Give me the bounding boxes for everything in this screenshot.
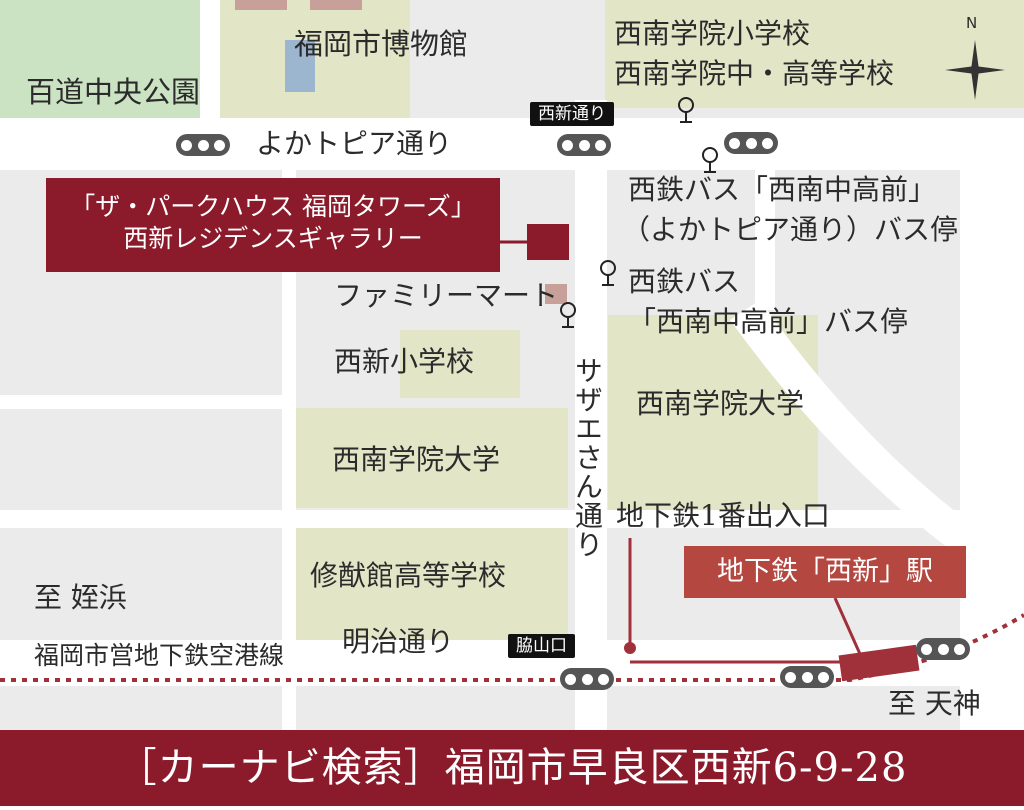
label-to-meinohama: 至 姪浜 — [34, 581, 127, 614]
traffic-signal — [780, 666, 834, 688]
compass-north-label: N — [966, 14, 978, 32]
traffic-signal — [557, 134, 611, 156]
park-block — [0, 0, 200, 118]
label-museum: 福岡市博物館 — [294, 27, 469, 61]
gallery-line1: 「ザ・パークハウス 福岡タワーズ」 — [70, 192, 476, 221]
label-airport-line: 福岡市営地下鉄空港線 — [34, 641, 285, 670]
label-bus-stop-1: 西鉄バス「西南中高前」 — [628, 173, 937, 206]
label-bus-stop-2: 西鉄バス — [628, 265, 741, 298]
gallery-line2: 西新レジデンスギャラリー — [123, 224, 423, 253]
station-label: 地下鉄「西新」駅 — [717, 556, 933, 587]
traffic-signal — [724, 132, 778, 154]
right-road — [960, 140, 1024, 730]
traffic-signal — [176, 134, 230, 156]
traffic-signal — [560, 668, 614, 690]
seinan-jhs-block — [605, 0, 1024, 108]
tag-wakiyamaguchi: 脇山口 — [508, 634, 575, 658]
label-seinan-univ-left: 西南学院大学 — [332, 443, 501, 476]
side-road-5 — [755, 150, 775, 310]
gallery-marker — [527, 224, 569, 260]
side-road-3 — [282, 170, 296, 730]
address-footer: ［カーナビ検索］福岡市早良区西新6-9-28 — [0, 730, 1024, 806]
station-label-box: 地下鉄「西新」駅 — [684, 546, 966, 598]
footer-address: ［カーナビ検索］福岡市早良区西新6-9-28 — [116, 745, 908, 791]
label-sazaesan-dori: サザエさん通り — [571, 356, 604, 559]
museum-building-1 — [235, 0, 287, 10]
label-seinan-univ-right: 西南学院大学 — [636, 387, 805, 420]
nishijin-station-marker — [838, 644, 920, 682]
label-bus-stop-2-sub: 「西南中高前」バス停 — [628, 305, 909, 338]
sazaesan-road — [575, 100, 607, 730]
bus-stop-pin-4 — [560, 302, 576, 328]
museum-building-2 — [310, 0, 362, 10]
seinan-univ-left-block — [296, 408, 568, 508]
side-road-2 — [0, 395, 296, 409]
label-yokatopia: よかトピア通り — [256, 127, 453, 160]
bus-stop-pin-2 — [702, 147, 718, 173]
shuyukan-block — [296, 528, 568, 640]
bus-stop-pin-3 — [600, 260, 616, 286]
label-to-tenjin: 至 天神 — [888, 687, 981, 720]
side-road-1 — [0, 510, 1024, 528]
pond — [285, 40, 315, 92]
compass-rose — [945, 40, 1005, 100]
label-seinan-primary: 西南学院小学校 — [614, 17, 811, 50]
traffic-signal — [916, 638, 970, 660]
label-meiji-dori: 明治通り — [342, 625, 455, 658]
label-momochi-park: 百道中央公園 — [26, 75, 201, 109]
diagonal-road — [730, 300, 1024, 600]
nishijin-primary-block — [400, 330, 520, 398]
label-family-mart: ファミリーマート — [334, 279, 559, 312]
yokatopia-road — [0, 118, 1024, 170]
label-seinan-jhs: 西南学院中・高等学校 — [614, 57, 895, 90]
bus-stop-pin-1 — [678, 97, 694, 123]
station-pointer — [833, 597, 862, 655]
side-road-4 — [200, 0, 220, 130]
label-shuyukan: 修猷館高等学校 — [310, 559, 507, 592]
label-bus-stop-1-sub: （よかトピア通り）バス停 — [622, 213, 959, 246]
label-nishijin-primary: 西新小学校 — [334, 345, 475, 378]
tag-nishijin-dori: 西新通り — [530, 102, 614, 126]
family-mart-marker — [545, 284, 567, 304]
exit-dot — [624, 642, 636, 654]
label-subway-exit: 地下鉄1番出入口 — [616, 499, 830, 532]
gallery-label-box: 「ザ・パークハウス 福岡タワーズ」 西新レジデンスギャラリー — [46, 178, 500, 272]
